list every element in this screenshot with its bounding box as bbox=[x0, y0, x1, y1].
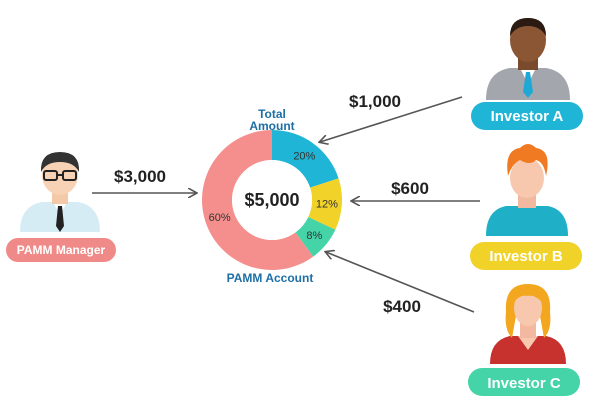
total-label-line1: Total bbox=[258, 107, 286, 121]
investor-c-pill bbox=[468, 368, 580, 396]
donut-label-investor-b: 12% bbox=[316, 198, 338, 210]
flow-investor-a-amount: $1,000 bbox=[349, 92, 401, 111]
investor-a-label: Investor A bbox=[491, 108, 564, 125]
center-total: $5,000 bbox=[244, 190, 299, 210]
donut-slice-pamm-manager bbox=[201, 130, 314, 271]
donut-label-pamm-manager: 60% bbox=[209, 212, 231, 224]
donut-slice-investor-c bbox=[295, 217, 336, 257]
man-avatar-icon bbox=[486, 18, 570, 100]
investor-a-pill bbox=[471, 102, 583, 130]
pamm-donut-chart: 20% 12% 8% 60% bbox=[201, 130, 343, 271]
investor-b-label: Investor B bbox=[489, 248, 563, 265]
investor-c-label: Investor C bbox=[487, 375, 561, 392]
young-man-avatar-icon bbox=[486, 144, 568, 236]
donut-label-investor-c: 8% bbox=[306, 230, 322, 242]
businessman-avatar-icon bbox=[20, 152, 100, 232]
flow-manager-amount: $3,000 bbox=[114, 167, 166, 186]
manager-pill bbox=[6, 238, 116, 262]
arrow-investor-a bbox=[320, 96, 463, 142]
donut-hole bbox=[232, 160, 312, 240]
account-label: PAMM Account bbox=[227, 271, 314, 285]
total-label-line2: Amount bbox=[249, 119, 294, 133]
manager-label: PAMM Manager bbox=[17, 243, 106, 257]
woman-avatar-icon bbox=[490, 284, 566, 364]
investor-b-pill bbox=[470, 242, 582, 270]
flow-investor-b-amount: $600 bbox=[391, 179, 429, 198]
donut-slice-investor-b bbox=[308, 178, 343, 230]
donut-slice-investor-a bbox=[272, 130, 339, 188]
donut-label-investor-a: 20% bbox=[293, 151, 315, 163]
arrow-investor-c bbox=[326, 252, 475, 313]
flow-investor-c-amount: $400 bbox=[383, 297, 421, 316]
